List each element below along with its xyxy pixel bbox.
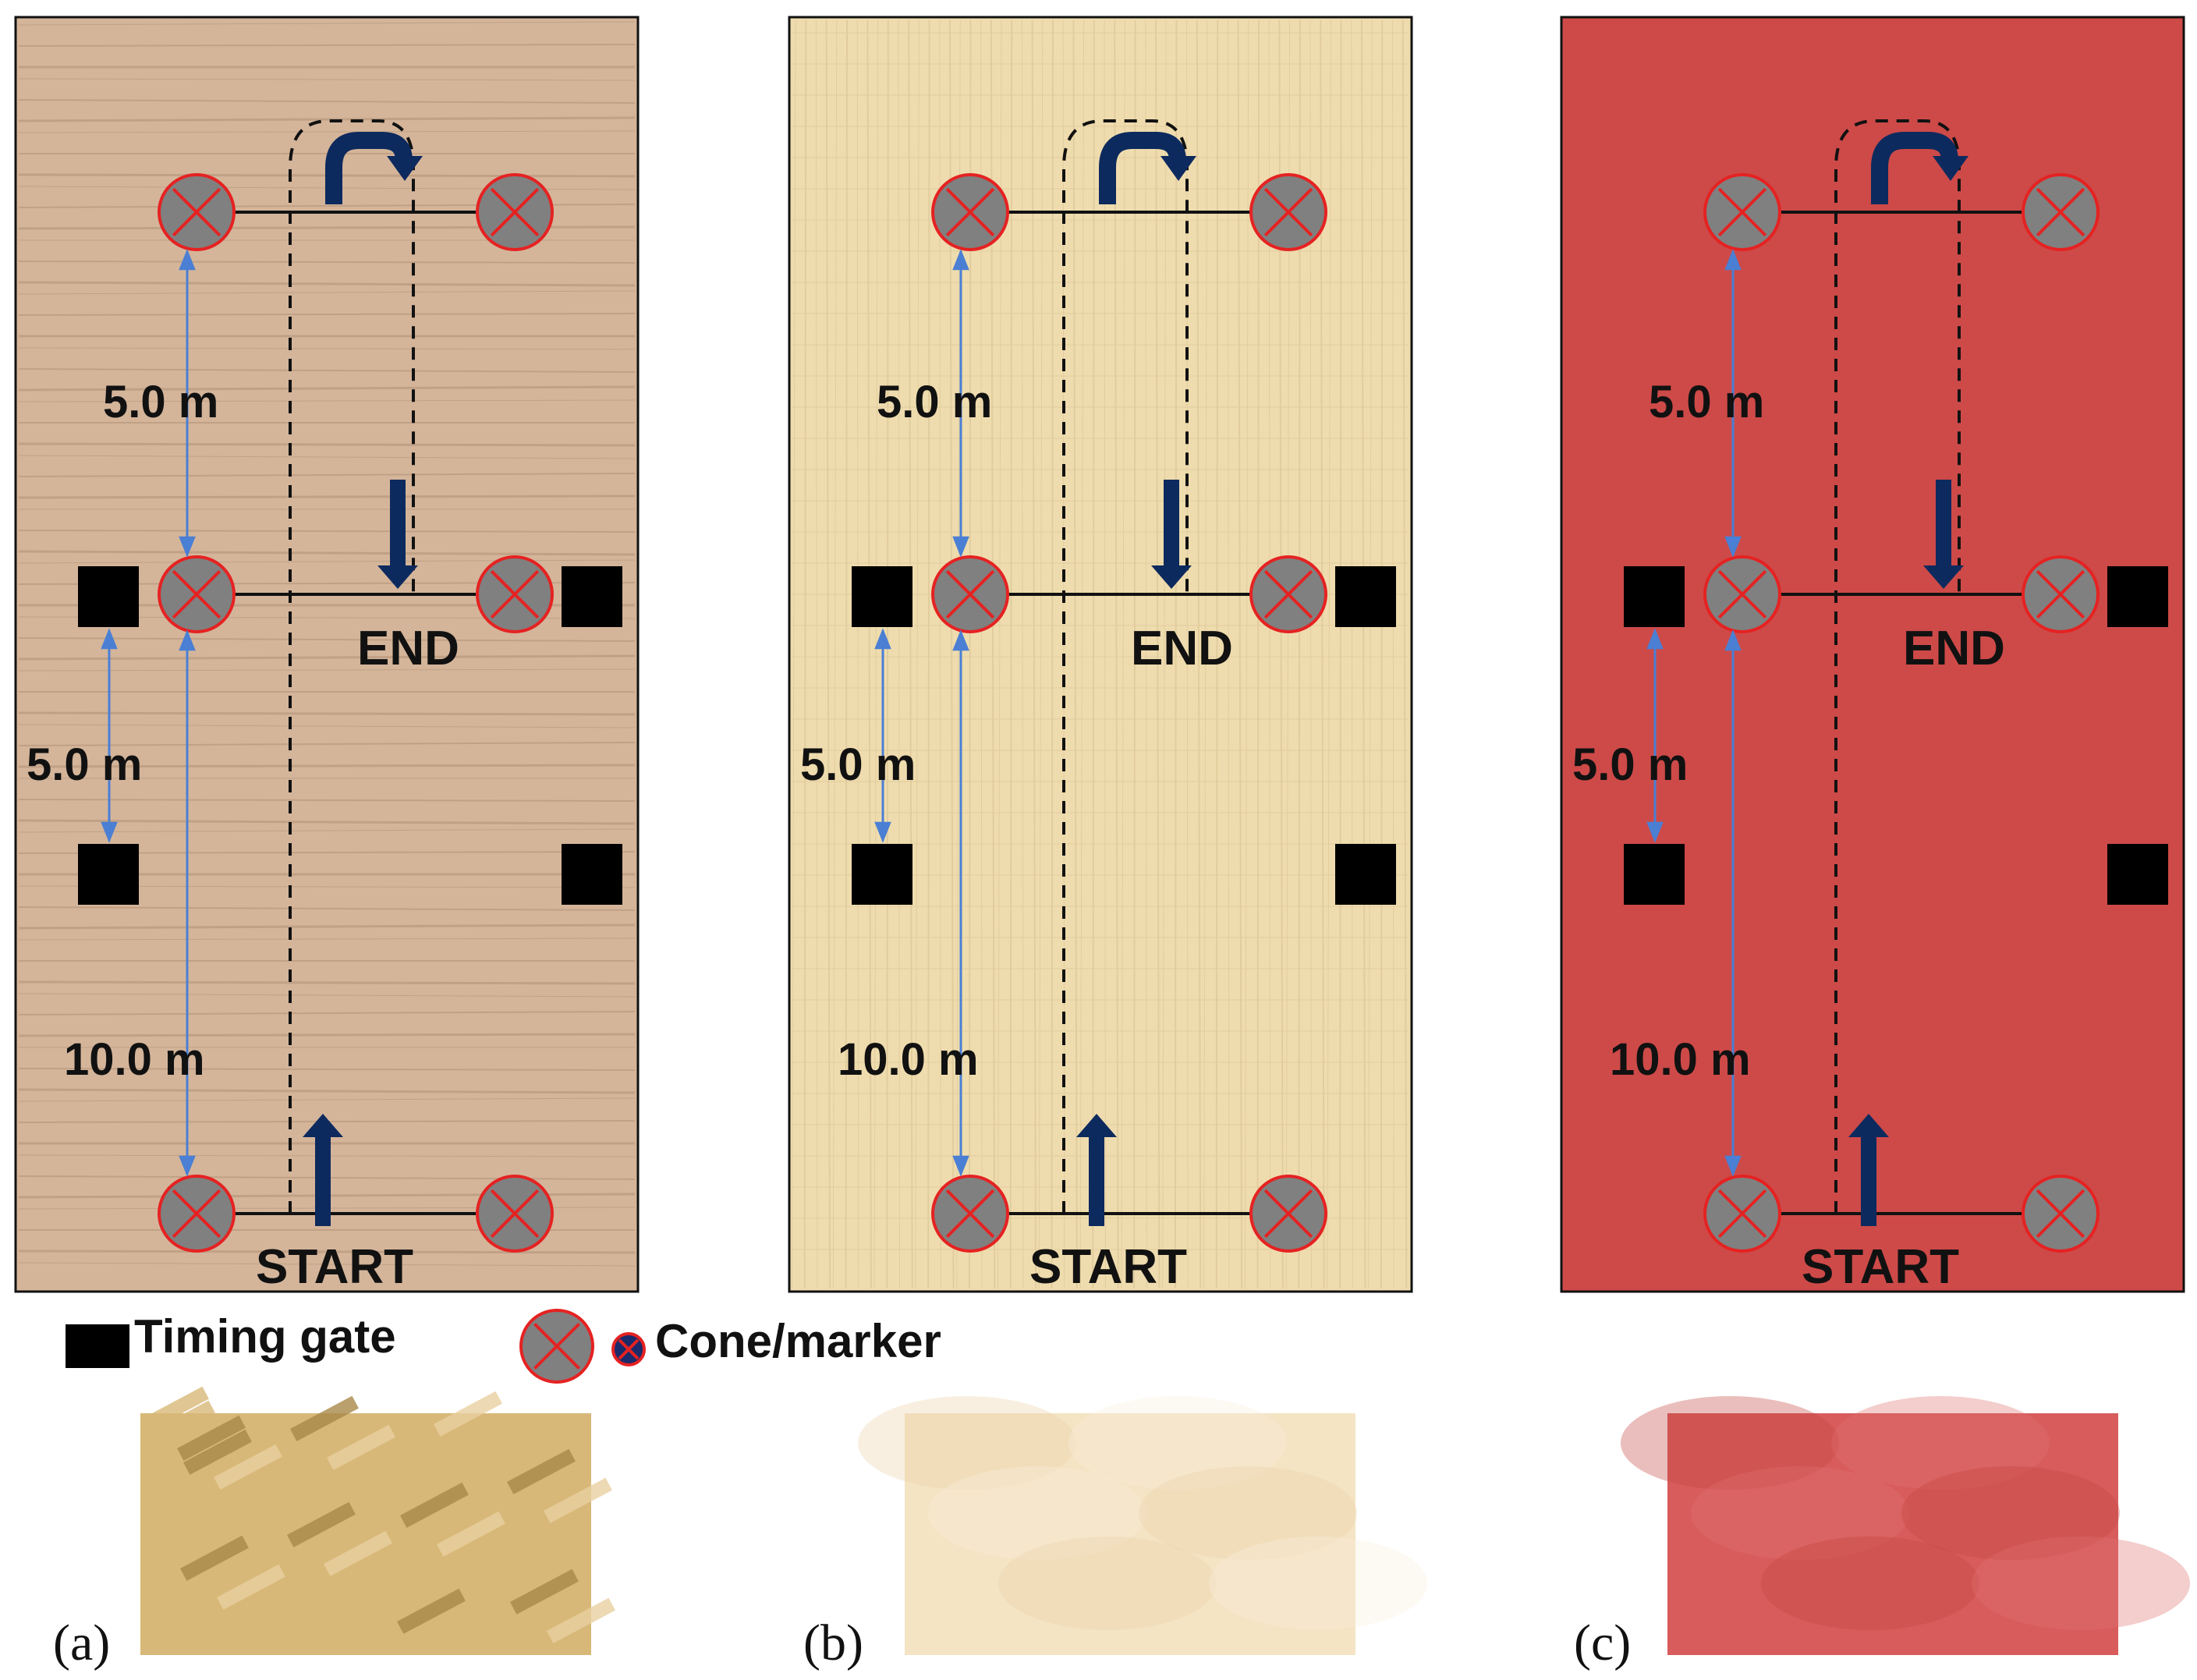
cone-icon — [158, 555, 236, 633]
timing-gate-icon — [562, 566, 622, 627]
end-label: END — [357, 622, 459, 675]
cone-icon — [931, 173, 1009, 251]
timing-gate-icon — [78, 566, 139, 627]
surface-photo-b — [858, 1396, 1427, 1655]
u-turn-arrow-icon — [325, 132, 423, 204]
cone-icon — [158, 1175, 236, 1253]
timing-gate-icon — [2107, 844, 2168, 905]
start-label: START — [1029, 1240, 1187, 1294]
arrow-up-icon — [1848, 1114, 1889, 1226]
cone-icon — [931, 555, 1009, 633]
legend-cone-marker-label: Cone/marker — [655, 1315, 941, 1367]
legend-timing-gate-label: Timing gate — [134, 1310, 396, 1363]
timing-gate-icon — [1335, 844, 1396, 905]
running-path — [1062, 119, 1189, 1214]
panel-b: 5.0 m 5.0 m 10.0 m END START — [788, 16, 1413, 1294]
caption-b: (b) — [803, 1614, 863, 1671]
cone-icon — [476, 1175, 554, 1253]
distance-label-bottom: 10.0 m — [64, 1034, 205, 1085]
cone-icon — [931, 1175, 1009, 1253]
distance-label-top: 5.0 m — [103, 377, 218, 427]
cone-icon — [1249, 1175, 1327, 1253]
cone-icon — [158, 173, 236, 251]
arrow-down-icon — [377, 480, 418, 589]
legend: Timing gate Cone/marker — [66, 1309, 941, 1384]
u-turn-arrow-icon — [1871, 132, 1968, 204]
cone-icon — [1249, 555, 1327, 633]
start-label: START — [1802, 1240, 1959, 1294]
cone-icon — [1703, 173, 1781, 251]
distance-label-gate: 5.0 m — [1572, 739, 1688, 790]
end-label: END — [1131, 622, 1233, 675]
cone-icon — [2022, 1175, 2100, 1253]
timing-gate-icon — [66, 1324, 129, 1368]
cone-icon — [519, 1309, 594, 1384]
timing-gate-icon — [562, 844, 622, 905]
distance-label-bottom: 10.0 m — [1610, 1034, 1751, 1085]
caption-a: (a) — [53, 1614, 110, 1671]
distance-label-top: 5.0 m — [1649, 377, 1764, 427]
distance-label-gate: 5.0 m — [27, 739, 142, 790]
start-label: START — [256, 1240, 413, 1294]
surface-photo-a — [140, 1386, 615, 1655]
arrow-down-icon — [1151, 480, 1192, 589]
timing-gate-icon — [1624, 566, 1685, 627]
timing-gate-icon — [852, 844, 912, 905]
arrow-up-icon — [1076, 1114, 1117, 1226]
timing-gate-icon — [852, 566, 912, 627]
arrow-up-icon — [303, 1114, 343, 1226]
timing-gate-icon — [2107, 566, 2168, 627]
cone-icon — [1703, 555, 1781, 633]
cone-icon — [1703, 1175, 1781, 1253]
timing-gate-icon — [1624, 844, 1685, 905]
cone-icon — [1249, 173, 1327, 251]
distance-label-bottom: 10.0 m — [838, 1034, 979, 1085]
u-turn-arrow-icon — [1099, 132, 1196, 204]
timing-gate-icon — [1335, 566, 1396, 627]
running-path — [1834, 119, 1961, 1214]
surface-photo-c — [1621, 1396, 2190, 1655]
cone-icon — [2022, 173, 2100, 251]
arrow-down-icon — [1923, 480, 1964, 589]
cone-small-icon — [611, 1332, 646, 1366]
distance-label-top: 5.0 m — [877, 377, 992, 427]
distance-label-gate: 5.0 m — [800, 739, 916, 790]
cone-icon — [2022, 555, 2100, 633]
panel-c: 5.0 m 5.0 m 10.0 m END START — [1560, 16, 2185, 1294]
caption-c: (c) — [1574, 1614, 1631, 1671]
running-path — [289, 119, 415, 1214]
panel-a: 5.0 m 5.0 m 10.0 m END START — [14, 16, 640, 1294]
timing-gate-icon — [78, 844, 139, 905]
cone-icon — [476, 555, 554, 633]
cone-icon — [476, 173, 554, 251]
end-label: END — [1903, 622, 2005, 675]
